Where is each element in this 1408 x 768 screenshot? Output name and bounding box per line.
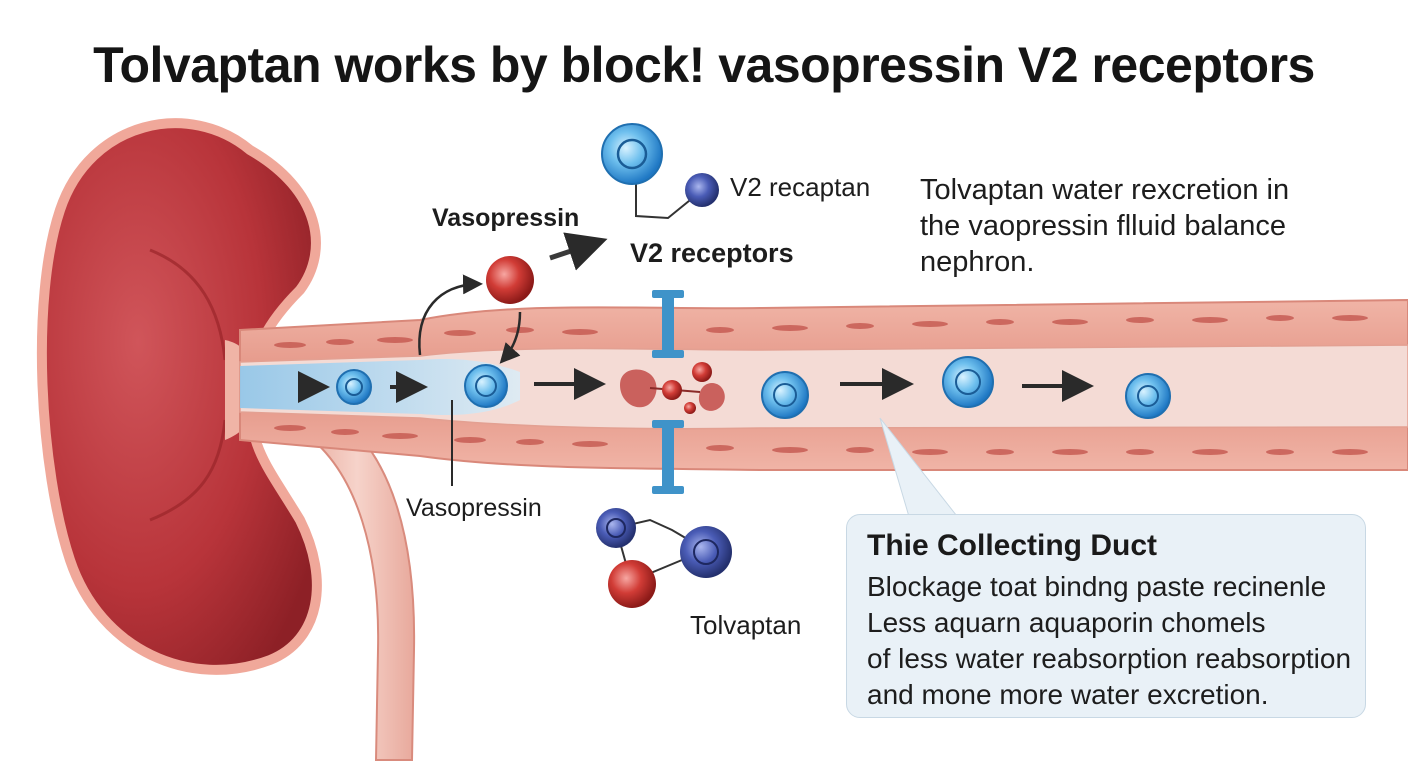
label-v2-receptors: V2 receptors	[630, 238, 794, 268]
water-molecule	[1125, 373, 1171, 419]
diagram-title: Tolvaptan works by block! vasopressin V2…	[93, 37, 1315, 93]
water-molecule	[761, 371, 809, 419]
water-molecule	[345, 378, 363, 396]
flow-arrows	[298, 368, 1094, 403]
label-tolvaptan: Tolvaptan	[690, 610, 802, 640]
tubule-wall-cells	[274, 315, 1368, 455]
v2-receptor-bottom	[652, 420, 684, 494]
tubule-lumen	[239, 344, 1408, 430]
binding-arrow	[418, 274, 483, 356]
water-molecule	[336, 369, 372, 405]
pointer-arrow	[549, 232, 608, 271]
callout-line: and mone more water excretion.	[867, 679, 1269, 710]
description-text: Tolvaptan water rexcretion in the vaopre…	[920, 172, 1289, 280]
label-v2-recaptan: V2 recaptan	[730, 172, 871, 202]
water-molecule	[475, 375, 497, 397]
water-molecule	[464, 364, 508, 408]
label-vasopressin-bottom: Vasopressin	[406, 494, 542, 522]
callout-line: Less aquarn aquaporin chomels	[867, 607, 1266, 638]
vasopressin-molecule	[486, 256, 534, 304]
description-line: nephron.	[920, 246, 1035, 278]
kidney-lobe-line	[149, 248, 227, 361]
description-line: the vaopressin flluid balance	[920, 210, 1286, 242]
water-molecule	[773, 383, 797, 407]
drug-receptor-complex	[620, 362, 725, 414]
tolvaptan-molecule	[596, 508, 732, 608]
description-line: Tolvaptan water rexcretion in	[920, 174, 1290, 206]
callout-line: of less water reabsorption reabsorption	[867, 643, 1352, 674]
water-molecules	[336, 356, 1171, 419]
binding-arrow	[499, 311, 522, 364]
ureter	[298, 408, 416, 761]
water-molecule	[1137, 385, 1159, 407]
kidney	[36, 118, 322, 675]
v2-recaptan-molecule	[601, 123, 719, 220]
callout-line: Blockage toat bindng paste recinenle	[867, 571, 1327, 602]
collecting-duct-callout: Thie Collecting Duct Blockage toat bindn…	[846, 514, 1366, 718]
callout-title: Thie Collecting Duct	[867, 529, 1158, 562]
water-molecule	[955, 369, 981, 395]
v2-receptor-top	[652, 290, 684, 358]
label-vasopressin-top: Vasopressin	[432, 204, 580, 232]
water-molecule	[942, 356, 994, 408]
kidney-lobe-line	[149, 419, 227, 522]
